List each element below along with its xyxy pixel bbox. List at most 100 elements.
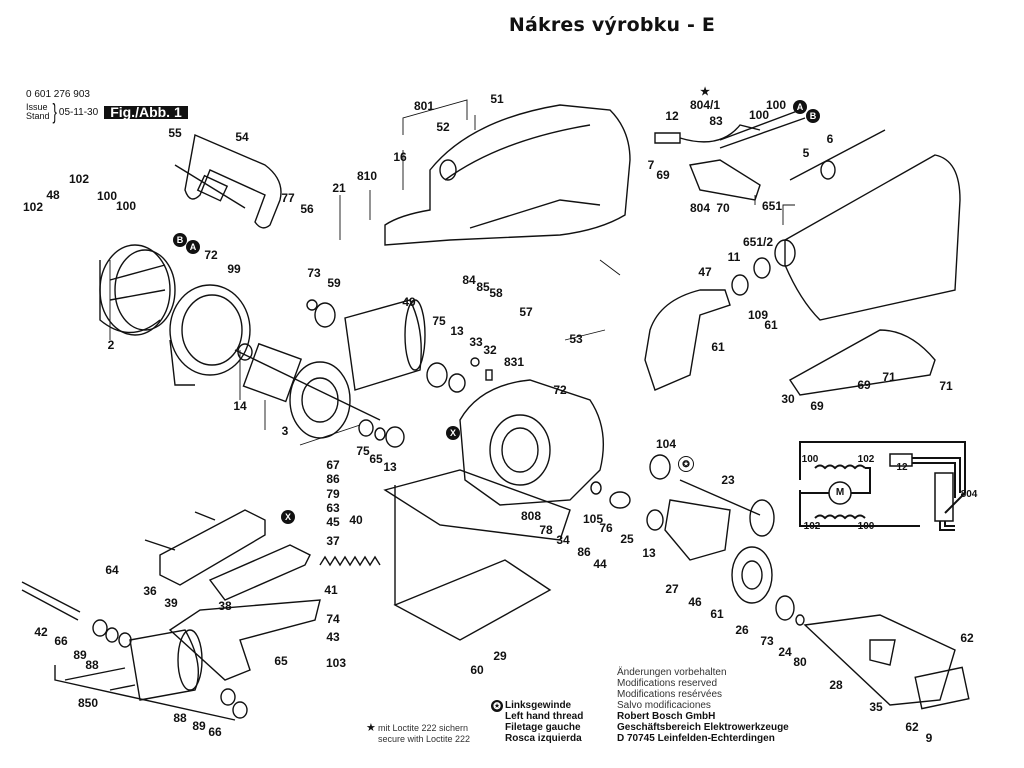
callout-79[interactable]: 79 bbox=[326, 487, 340, 501]
callout-38[interactable]: 38 bbox=[218, 599, 232, 613]
callout-56[interactable]: 56 bbox=[300, 202, 314, 216]
callout-25[interactable]: 25 bbox=[620, 532, 634, 546]
callout-102a[interactable]: 102 bbox=[68, 172, 90, 186]
callout-84[interactable]: 84 bbox=[462, 273, 476, 287]
callout-109[interactable]: 109 bbox=[747, 308, 769, 322]
callout-86a[interactable]: 86 bbox=[326, 472, 340, 486]
callout-66b[interactable]: 66 bbox=[208, 725, 222, 739]
callout-73a[interactable]: 73 bbox=[307, 266, 321, 280]
callout-69c[interactable]: 69 bbox=[857, 378, 871, 392]
callout-89b[interactable]: 89 bbox=[192, 719, 206, 733]
callout-103[interactable]: 103 bbox=[325, 656, 347, 670]
callout-57[interactable]: 57 bbox=[519, 305, 533, 319]
callout-41[interactable]: 41 bbox=[324, 583, 338, 597]
callout-49[interactable]: 49 bbox=[402, 295, 416, 309]
callout-73b[interactable]: 73 bbox=[760, 634, 774, 648]
callout-13a[interactable]: 13 bbox=[450, 324, 464, 338]
callout-13c[interactable]: 13 bbox=[642, 546, 656, 560]
callout-37[interactable]: 37 bbox=[326, 534, 340, 548]
callout-47[interactable]: 47 bbox=[698, 265, 712, 279]
callout-3[interactable]: 3 bbox=[281, 424, 289, 438]
callout-55[interactable]: 55 bbox=[168, 126, 182, 140]
callout-7[interactable]: 7 bbox=[647, 158, 655, 172]
callout-44[interactable]: 44 bbox=[593, 557, 607, 571]
callout-64[interactable]: 64 bbox=[105, 563, 119, 577]
callout-85[interactable]: 85 bbox=[476, 280, 490, 294]
callout-29[interactable]: 29 bbox=[493, 649, 507, 663]
callout-16[interactable]: 16 bbox=[393, 150, 407, 164]
callout-32[interactable]: 32 bbox=[483, 343, 497, 357]
callout-62b[interactable]: 62 bbox=[905, 720, 919, 734]
callout-72a[interactable]: 72 bbox=[204, 248, 218, 262]
callout-61c[interactable]: 61 bbox=[710, 607, 724, 621]
callout-76[interactable]: 76 bbox=[599, 521, 613, 535]
callout-808[interactable]: 808 bbox=[520, 509, 542, 523]
callout-23[interactable]: 23 bbox=[721, 473, 735, 487]
callout-850[interactable]: 850 bbox=[77, 696, 99, 710]
callout-831[interactable]: 831 bbox=[503, 355, 525, 369]
callout-99[interactable]: 99 bbox=[227, 262, 241, 276]
callout-88a[interactable]: 88 bbox=[85, 658, 99, 672]
callout-27[interactable]: 27 bbox=[665, 582, 679, 596]
callout-78[interactable]: 78 bbox=[539, 523, 553, 537]
callout-74[interactable]: 74 bbox=[326, 612, 340, 626]
callout-21[interactable]: 21 bbox=[332, 181, 346, 195]
callout-34[interactable]: 34 bbox=[556, 533, 570, 547]
callout-9[interactable]: 9 bbox=[925, 731, 933, 745]
callout-65a[interactable]: 65 bbox=[369, 452, 383, 466]
callout-53[interactable]: 53 bbox=[569, 332, 583, 346]
callout-5[interactable]: 5 bbox=[802, 146, 810, 160]
callout-104[interactable]: 104 bbox=[655, 437, 677, 451]
callout-100b[interactable]: 100 bbox=[115, 199, 137, 213]
callout-105[interactable]: 105 bbox=[582, 512, 604, 526]
callout-801[interactable]: 801 bbox=[413, 99, 435, 113]
callout-54[interactable]: 54 bbox=[235, 130, 249, 144]
callout-100d[interactable]: 100 bbox=[765, 98, 787, 112]
callout-77[interactable]: 77 bbox=[281, 191, 295, 205]
callout-75a[interactable]: 75 bbox=[432, 314, 446, 328]
callout-810[interactable]: 810 bbox=[356, 169, 378, 183]
callout-24[interactable]: 24 bbox=[778, 645, 792, 659]
callout-40[interactable]: 40 bbox=[349, 513, 363, 527]
callout-28[interactable]: 28 bbox=[829, 678, 843, 692]
callout-651[interactable]: 651 bbox=[761, 199, 783, 213]
callout-14[interactable]: 14 bbox=[233, 399, 247, 413]
callout-51[interactable]: 51 bbox=[490, 92, 504, 106]
callout-66a[interactable]: 66 bbox=[54, 634, 68, 648]
callout-62a[interactable]: 62 bbox=[960, 631, 974, 645]
callout-35[interactable]: 35 bbox=[869, 700, 883, 714]
callout-80[interactable]: 80 bbox=[793, 655, 807, 669]
callout-71b[interactable]: 71 bbox=[939, 379, 953, 393]
callout-804[interactable]: 804 bbox=[689, 201, 711, 215]
callout-71a[interactable]: 71 bbox=[882, 370, 896, 384]
callout-60[interactable]: 60 bbox=[470, 663, 484, 677]
callout-89a[interactable]: 89 bbox=[73, 648, 87, 662]
callout-61a[interactable]: 61 bbox=[764, 318, 778, 332]
callout-11[interactable]: 11 bbox=[727, 250, 741, 264]
callout-26[interactable]: 26 bbox=[735, 623, 749, 637]
callout-36[interactable]: 36 bbox=[143, 584, 157, 598]
callout-88b[interactable]: 88 bbox=[173, 711, 187, 725]
callout-59[interactable]: 59 bbox=[327, 276, 341, 290]
callout-12[interactable]: 12 bbox=[665, 109, 679, 123]
callout-6[interactable]: 6 bbox=[826, 132, 834, 146]
callout-33[interactable]: 33 bbox=[469, 335, 483, 349]
callout-2[interactable]: 2 bbox=[107, 338, 115, 352]
callout-651-2[interactable]: 651/2 bbox=[742, 235, 774, 249]
callout-63[interactable]: 63 bbox=[326, 501, 340, 515]
callout-45[interactable]: 45 bbox=[326, 515, 340, 529]
callout-67[interactable]: 67 bbox=[326, 458, 340, 472]
callout-65b[interactable]: 65 bbox=[274, 654, 288, 668]
callout-86b[interactable]: 86 bbox=[577, 545, 591, 559]
callout-13b[interactable]: 13 bbox=[383, 460, 397, 474]
callout-100c[interactable]: 100 bbox=[748, 108, 770, 122]
callout-69a[interactable]: 69 bbox=[656, 168, 670, 182]
callout-43[interactable]: 43 bbox=[326, 630, 340, 644]
callout-75b[interactable]: 75 bbox=[356, 444, 370, 458]
callout-61b[interactable]: 61 bbox=[711, 340, 725, 354]
callout-83[interactable]: 83 bbox=[709, 114, 723, 128]
callout-72b[interactable]: 72 bbox=[553, 383, 567, 397]
callout-69b[interactable]: 69 bbox=[810, 399, 824, 413]
callout-52[interactable]: 52 bbox=[436, 120, 450, 134]
callout-30[interactable]: 30 bbox=[781, 392, 795, 406]
